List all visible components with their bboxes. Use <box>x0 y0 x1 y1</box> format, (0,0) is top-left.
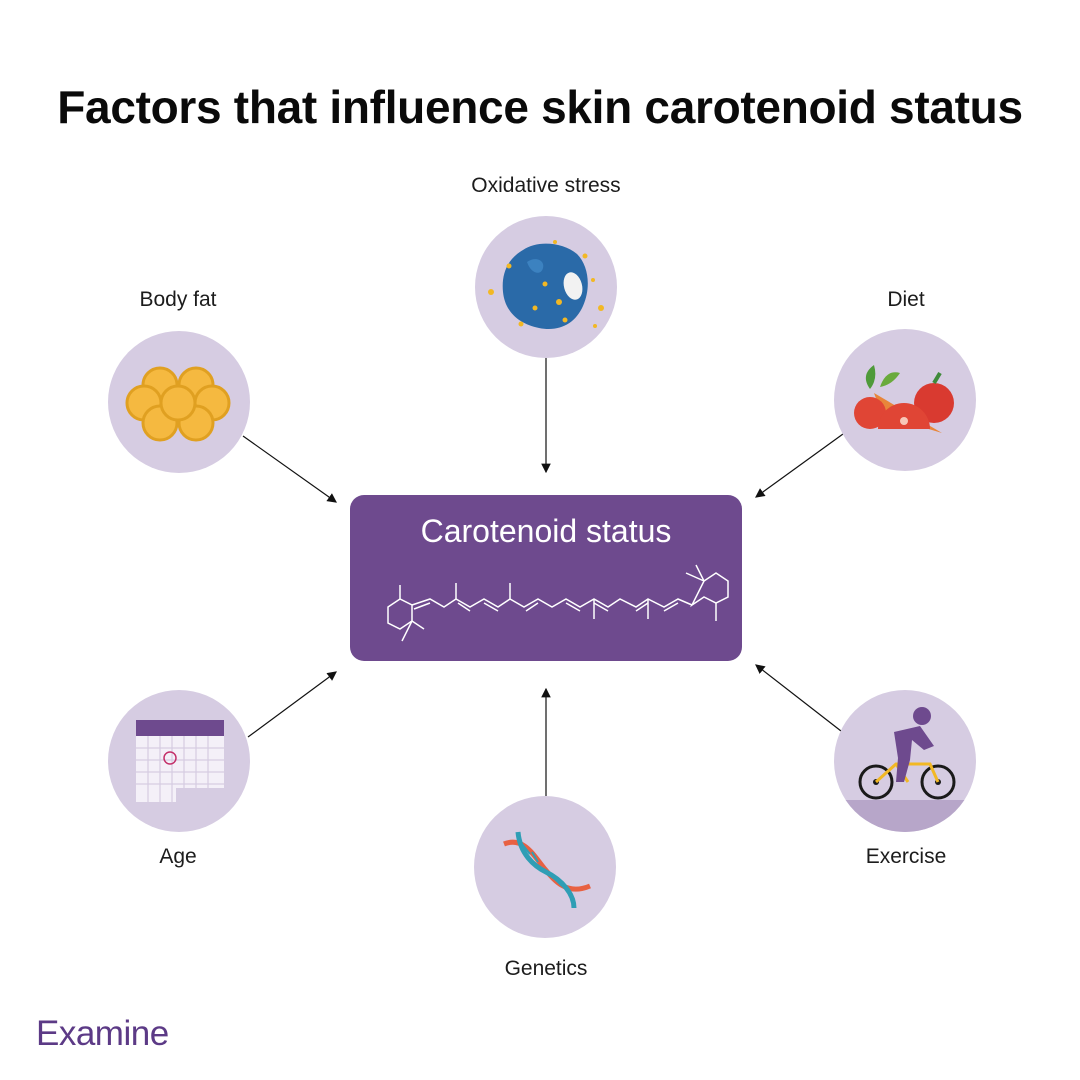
fat-cells-icon <box>125 366 231 442</box>
node-diet <box>834 329 976 471</box>
arrow-age <box>247 671 337 738</box>
carotenoid-status-box: Carotenoid status <box>350 495 742 661</box>
label-diet: Diet <box>887 288 925 311</box>
cyclist-icon <box>834 707 976 832</box>
vegetables-icon <box>854 365 954 433</box>
arrow-body-fat <box>242 435 337 503</box>
node-oxidative-stress <box>475 216 617 358</box>
examine-logo: Examine <box>36 1014 169 1053</box>
beta-carotene-structure-icon <box>387 564 729 642</box>
label-oxidative-stress: Oxidative stress <box>471 174 621 197</box>
dna-icon <box>503 831 591 909</box>
arrow-diet <box>755 433 844 498</box>
label-exercise: Exercise <box>865 845 947 868</box>
center-label: Carotenoid status <box>420 513 672 549</box>
calendar-icon <box>136 720 224 802</box>
node-genetics <box>474 796 616 938</box>
cell-icon <box>488 240 604 330</box>
label-age: Age <box>159 845 197 868</box>
label-genetics: Genetics <box>504 957 588 980</box>
node-exercise <box>834 690 976 832</box>
node-age <box>108 690 250 832</box>
arrow-exercise <box>755 664 842 732</box>
page-title: Factors that influence skin carotenoid s… <box>57 81 1023 133</box>
label-body-fat: Body fat <box>139 288 217 311</box>
node-body-fat <box>108 331 250 473</box>
